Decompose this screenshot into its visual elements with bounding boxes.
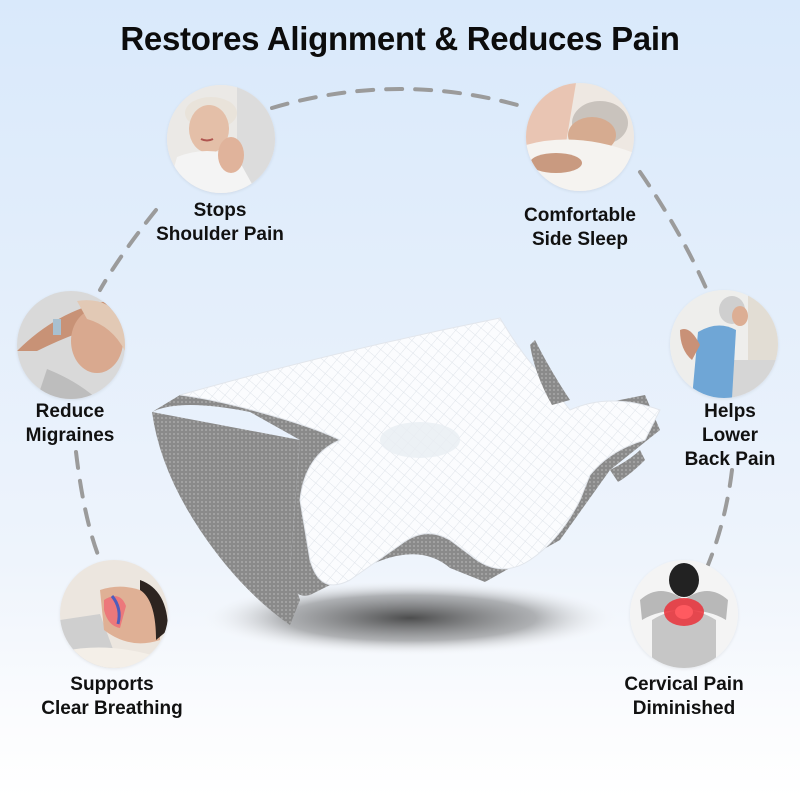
- feature-label: Stops Shoulder Pain: [156, 200, 284, 245]
- man-sleeping-airway-photo-icon: [60, 560, 168, 668]
- feature-label: Reduce Migraines: [25, 401, 115, 446]
- woman-holding-lower-back-photo-icon: [670, 290, 778, 398]
- man-neck-pain-highlight-photo-icon: [630, 560, 738, 668]
- feature-label: Comfortable Side Sleep: [524, 205, 636, 250]
- feature-label: Supports Clear Breathing: [41, 674, 183, 719]
- woman-sleeping-on-pillow-photo-icon: [526, 83, 634, 191]
- woman-holding-shoulder-photo-icon: [167, 85, 275, 193]
- man-holding-forehead-photo-icon: [17, 291, 125, 399]
- feature-label: Cervical Pain Diminished: [624, 674, 744, 719]
- feature-label: Helps Lower Back Pain: [684, 401, 776, 470]
- contour-pillow-product-image: [140, 300, 680, 660]
- page-title: Restores Alignment & Reduces Pain: [120, 20, 680, 57]
